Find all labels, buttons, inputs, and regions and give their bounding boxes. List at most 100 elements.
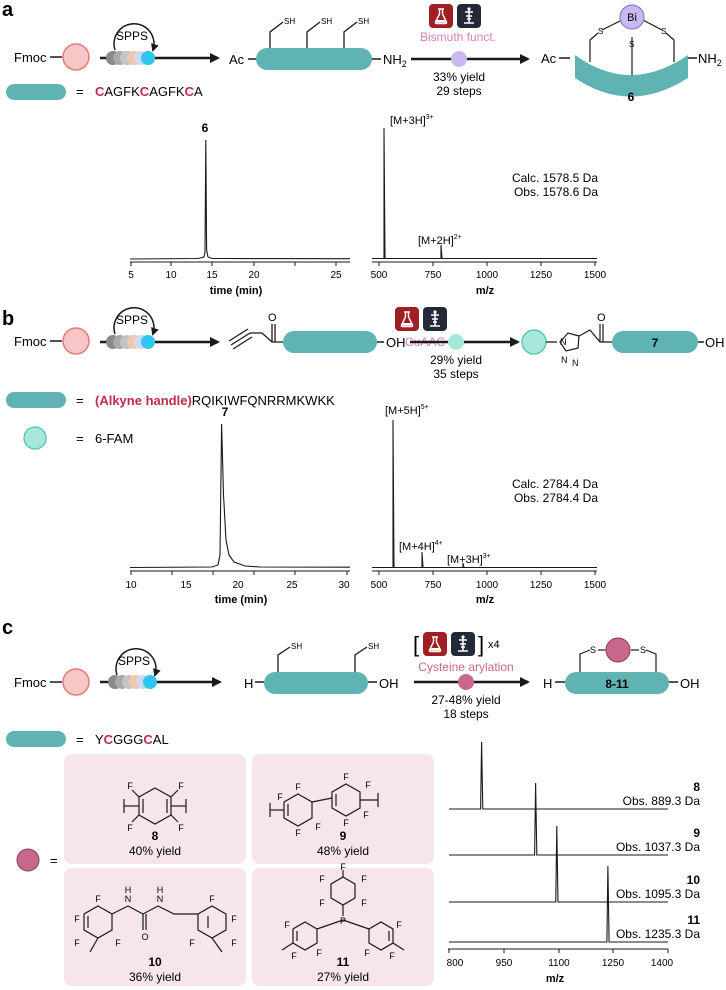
aryl-equals: = [50,853,58,868]
fmoc-label: Fmoc [14,675,47,690]
panel-a: a Fmoc SPPS Ac NH2 SH SH SH Bismuth fun [2,0,722,297]
ms-obs-9: Obs. 1037.3 Da [616,840,700,854]
f-atom: F [291,951,297,961]
ms-compound-id-9: 9 [693,826,700,840]
compound-10-structure [83,905,227,953]
fam-equals: = [76,431,84,446]
resin-bead-icon [62,43,90,71]
bismuth-icon [619,4,645,30]
f-atom: F [231,938,237,948]
fam-icon [521,329,547,355]
triazole-n: N [561,355,568,365]
bracket-open: [ [413,632,419,657]
compound-box-8 [64,754,246,864]
ms-tick: 750 [425,580,442,591]
f-atom: F [340,862,346,872]
f-atom: F [319,874,325,884]
resin-bead-icon [62,327,90,355]
nh2-label: NH2 [383,52,407,69]
compound-9-yield: 48% yield [317,844,369,858]
sequence-text: CAGFKCAGFKCA [95,84,203,99]
h-atom: H [125,885,132,895]
f-atom: F [389,951,395,961]
f-atom: F [361,898,367,908]
panel-c: c Fmoc SPPS H OH SH SH [ ] x4 Cysteine a… [2,617,700,986]
ms-tick: 1250 [530,580,553,591]
product-peptide-bar [612,331,698,353]
ms-tick: 800 [447,958,464,969]
hplc-tick: 30 [338,580,350,591]
triazole-icon [559,324,612,352]
f-atom: F [95,894,101,904]
ac-label: Ac [229,52,245,67]
sequence-peptide-icon [6,392,66,408]
hplc-peak-label: 7 [222,405,229,419]
panel-a-letter: a [2,0,14,21]
ms-compound-id-8: 8 [693,780,700,794]
f-atom: F [127,781,133,791]
reaction-label: Bismuth funct. [420,30,496,44]
ms-c-axis: 800 950 1100 1250 1400 m/z [447,948,674,985]
aryl-legend-icon [16,848,40,872]
s-label-1: S [598,27,603,36]
hplc-tick: 5 [128,270,134,281]
sh-label-2: SH [368,642,379,651]
ms-spectrum-9 [449,782,668,856]
s-label-3: S [661,27,666,36]
spps-label: SPPS [116,313,148,327]
f-atom: F [343,772,349,782]
fmoc-label: Fmoc [14,334,47,349]
ms-tick: 1250 [602,958,625,969]
ms-tick: 950 [496,958,513,969]
ms-ion-label: [M+3H]3+ [447,553,491,566]
compound-8-id: 8 [152,829,159,843]
s-label-2: S [629,40,634,49]
ms-tick: 1000 [476,270,499,281]
robot-arm-icon [450,631,476,657]
f-atom: F [74,938,80,948]
ms-spectrum-10 [449,825,668,903]
sh-label-2: SH [321,17,332,26]
ms-xlabel: m/z [476,594,495,606]
bismuth-label: Bi [627,12,637,24]
h-label: H [244,676,253,691]
ms-tick: 1250 [530,270,553,281]
compound-10-id: 10 [148,955,162,969]
hplc-trace-b: 7 10 15 20 25 30 time (min) [125,405,351,606]
oh-label: OH [386,335,406,350]
ms-obs-10: Obs. 1095.3 Da [616,887,700,901]
ms-obs: Obs. 2784.4 Da [514,491,598,505]
f-atom: F [189,938,195,948]
sequence-equals: = [76,393,84,408]
f-atom: F [209,894,215,904]
fam-legend-icon [23,426,47,450]
ms-tick: 1000 [476,580,499,591]
ms-xlabel: m/z [546,973,565,985]
ms-xlabel: m/z [476,285,495,297]
compound-box-11 [252,868,434,986]
cycle-arrows-icon [115,648,161,677]
ms-obs-11: Obs. 1235.3 Da [616,927,700,941]
f-atom: F [74,914,80,924]
ms-tick: 1500 [584,270,607,281]
hplc-tick: 20 [248,270,260,281]
ms-compound-id-10: 10 [687,873,701,887]
linear-peptide-bar [283,331,377,353]
repeat-label: x4 [488,639,500,651]
cycle-arrows-icon [113,307,159,336]
compound-11-yield: 27% yield [317,970,369,984]
compound-8-structure [123,787,187,825]
ms-trace-a: [M+3H]3+ [M+2H]2+ 500 750 1000 1250 1500… [371,114,607,297]
f-atom: F [363,810,369,820]
f-atom: F [364,948,370,958]
f-atom: F [396,920,402,930]
arylation-bead-icon [458,674,474,690]
hplc-xlabel: time (min) [215,594,268,606]
linear-peptide-bar [256,48,372,70]
ms-obs: Obs. 1578.6 Da [514,185,598,199]
ms-tick: 500 [371,580,388,591]
resin-bead-icon [62,668,90,696]
ms-tick: 500 [371,270,388,281]
